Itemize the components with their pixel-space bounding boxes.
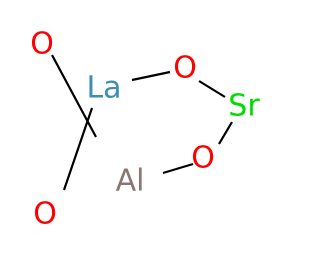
bond-o-top-left-al (51, 54, 97, 138)
atom-o-mid-right: O (191, 141, 215, 176)
atom-al: Al (116, 164, 145, 199)
atom-o-top-mid: O (173, 51, 197, 86)
bond-la-o-bottom-left (62, 107, 94, 191)
atom-o-bottom-left: O (33, 197, 57, 232)
molecule-diagram: O La O Sr O Al O (30, 27, 260, 232)
atom-o-top-left: O (30, 27, 54, 62)
bond-sr-o-mid-right (218, 121, 233, 145)
atom-sr: Sr (228, 89, 260, 124)
bonds (51, 54, 233, 191)
atoms: O La O Sr O Al O (30, 27, 260, 232)
bond-la-o-top-mid (131, 70, 171, 82)
atom-la: La (86, 71, 121, 106)
bond-o-mid-right-al (162, 162, 194, 175)
bond-o-top-mid-sr (198, 80, 226, 98)
